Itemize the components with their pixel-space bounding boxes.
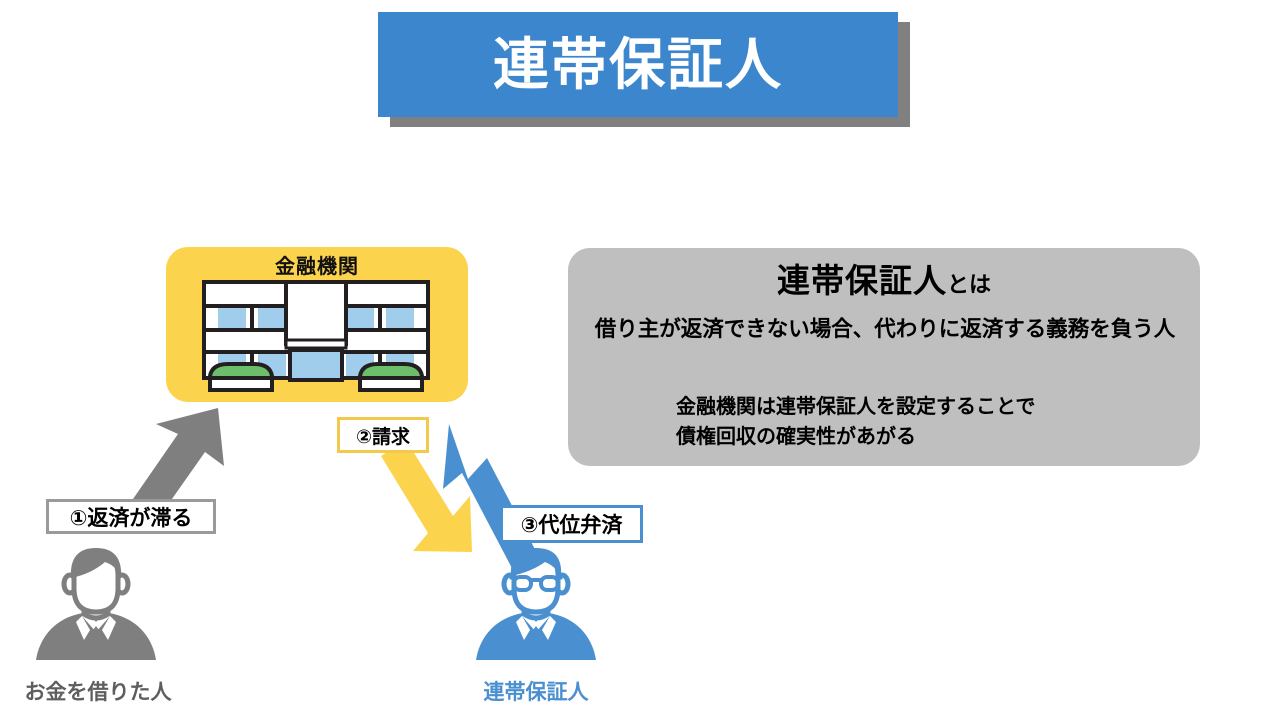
guarantor-caption: 連帯保証人 xyxy=(483,681,589,704)
info-panel xyxy=(568,248,1200,466)
info-note-line-2: 債権回収の確実性があがる xyxy=(676,426,916,448)
callout-step-1: ①返済が滞る xyxy=(46,499,216,534)
info-heading-main: 連帯保証人 xyxy=(776,262,947,299)
info-heading-suffix: とは xyxy=(946,272,991,297)
info-panel-note: 金融機関は連帯保証人を設定することで 債権回収の確実性があがる xyxy=(676,392,1035,452)
guarantor-person-icon xyxy=(476,548,596,660)
info-panel-heading: 連帯保証人とは xyxy=(568,254,1200,302)
page-title: 連帯保証人 xyxy=(493,32,783,96)
title-banner xyxy=(378,12,898,117)
callout-step-3: ③代位弁済 xyxy=(500,505,643,543)
glasses-icon xyxy=(509,575,563,592)
bank-label: 金融機関 xyxy=(275,256,359,278)
borrower-person-icon xyxy=(36,548,156,660)
borrower-caption: お金を借りた人 xyxy=(24,681,172,704)
info-note-line-1: 金融機関は連帯保証人を設定することで xyxy=(676,396,1036,418)
bank-building-icon xyxy=(202,280,430,392)
callout-step-2: ②請求 xyxy=(337,417,429,453)
info-panel-description: 借り主が返済できない場合、代わりに返済する義務を負う人 xyxy=(594,317,1176,341)
arrow-step-2 xyxy=(381,440,472,552)
